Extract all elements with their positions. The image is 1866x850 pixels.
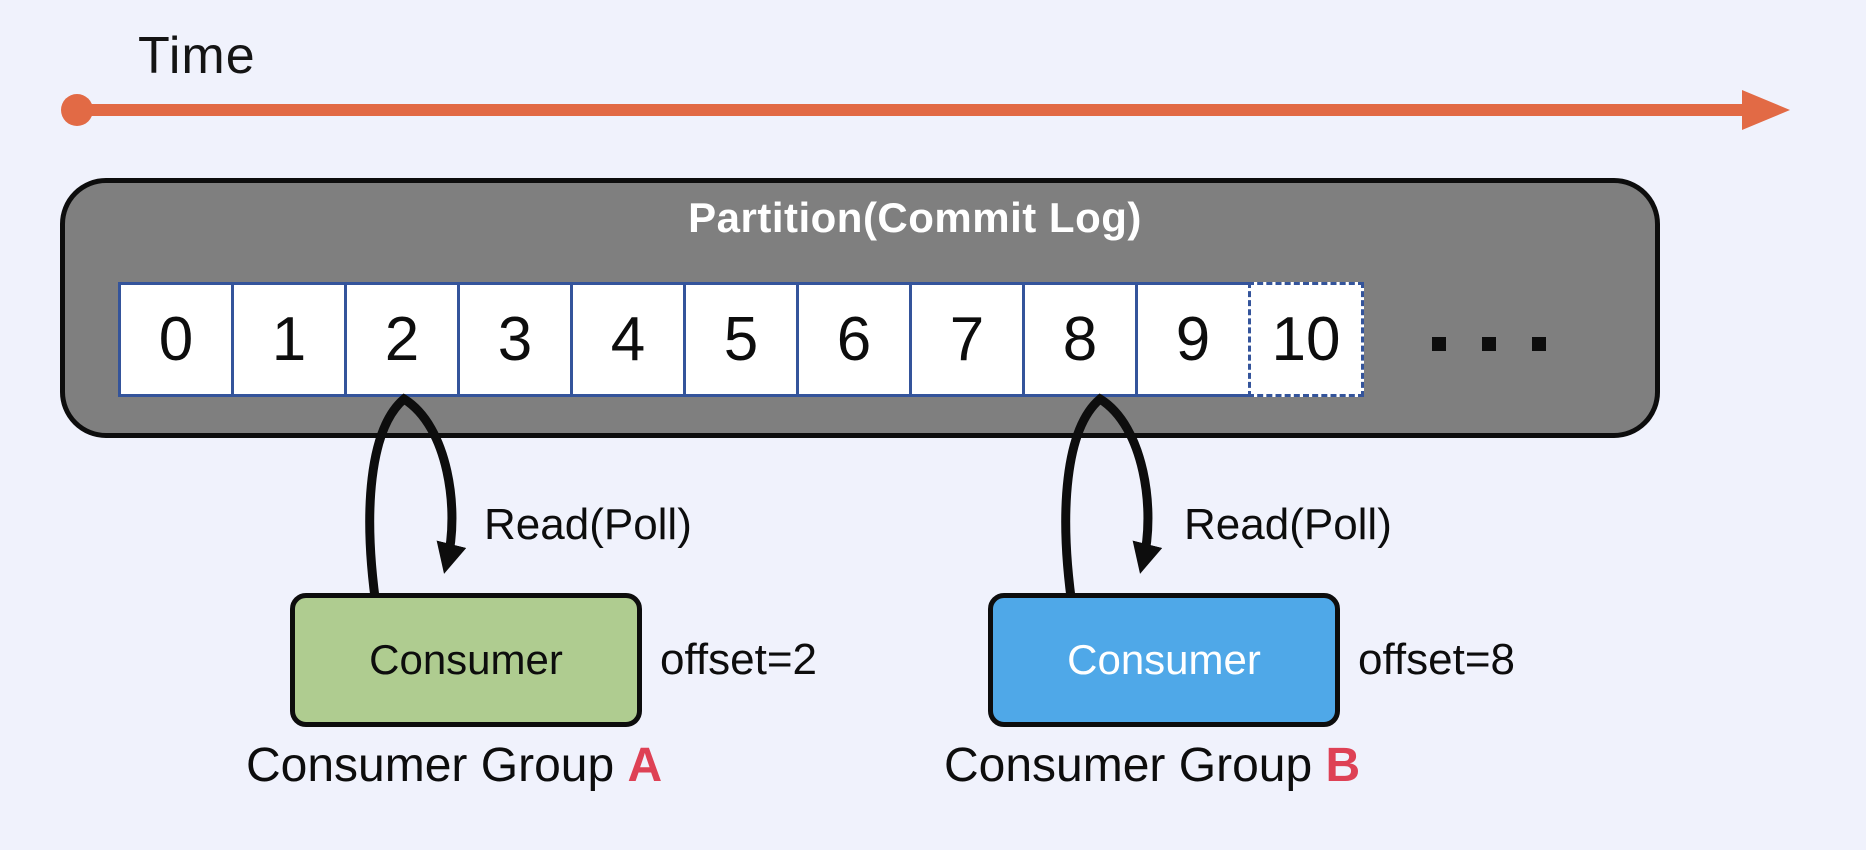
consumer-box-group-a: Consumer <box>290 593 642 727</box>
offset-label-b: offset=8 <box>1358 635 1515 684</box>
consumer-group-a-label: Consumer Group A <box>246 738 662 793</box>
log-cell-4: 4 <box>570 282 686 397</box>
log-cell-2: 2 <box>344 282 460 397</box>
log-cell-0: 0 <box>118 282 234 397</box>
partition-title: Partition(Commit Log) <box>688 194 1142 241</box>
log-cell-6: 6 <box>796 282 912 397</box>
log-cell-5: 5 <box>683 282 799 397</box>
log-cell-9: 9 <box>1135 282 1251 397</box>
ellipsis-dot <box>1432 337 1446 351</box>
log-cell-10: 10 <box>1248 282 1364 397</box>
offset-label-a: offset=2 <box>660 635 817 684</box>
read-poll-label-left: Read(Poll) <box>484 500 692 549</box>
consumer-group-b-prefix: Consumer Group <box>944 739 1326 792</box>
consumer-box-group-b: Consumer <box>988 593 1340 727</box>
ellipsis-dot <box>1532 337 1546 351</box>
time-label: Time <box>138 27 256 85</box>
log-cell-3: 3 <box>457 282 573 397</box>
consumer-group-b-letter: B <box>1325 739 1361 792</box>
time-arrow <box>61 90 1790 130</box>
consumer-group-b-label: Consumer Group B <box>944 738 1360 793</box>
partition-cell-row: 0 1 2 3 4 5 6 7 8 9 10 <box>118 282 1364 397</box>
consumer-group-a-letter: A <box>627 739 663 792</box>
log-cell-1: 1 <box>231 282 347 397</box>
log-cell-7: 7 <box>909 282 1025 397</box>
read-poll-label-right: Read(Poll) <box>1184 500 1392 549</box>
ellipsis-dots <box>1432 337 1546 351</box>
log-cell-8: 8 <box>1022 282 1138 397</box>
ellipsis-dot <box>1482 337 1496 351</box>
consumer-group-a-prefix: Consumer Group <box>246 739 628 792</box>
